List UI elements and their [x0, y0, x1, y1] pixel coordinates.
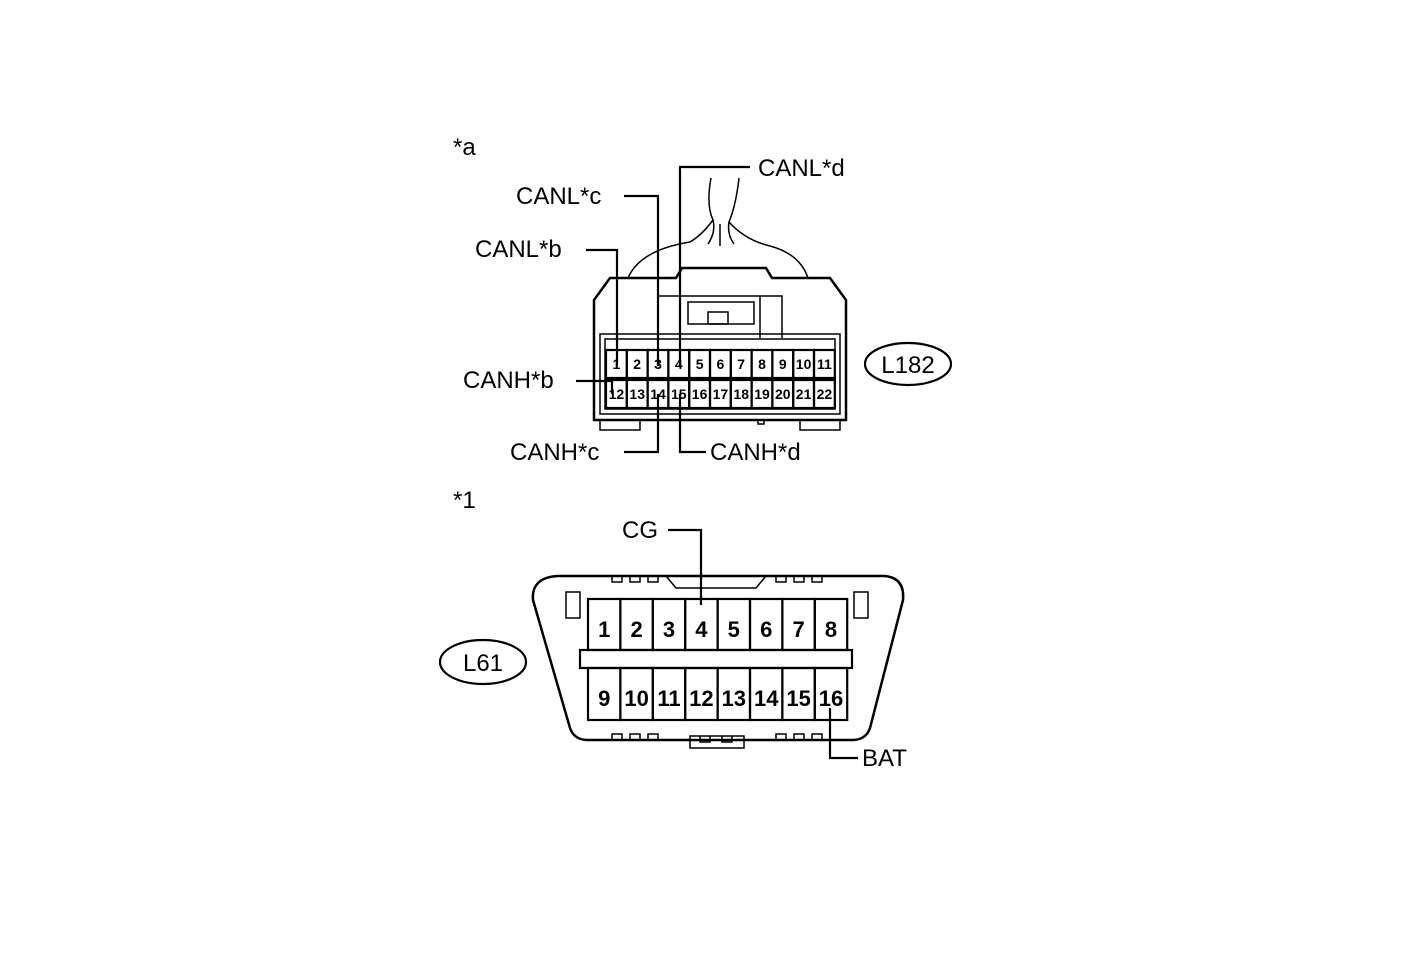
connector-1-pin-label: 13 — [722, 686, 746, 711]
connector-a-pin-cell — [812, 348, 836, 380]
connector-a-pin-label: 10 — [796, 356, 812, 372]
connector-a-pin-cell — [812, 378, 836, 410]
connector-a-marker: *a — [453, 134, 476, 161]
connector-a-pin-label: 17 — [713, 386, 729, 402]
connector-1-callouts: CG BAT — [622, 517, 907, 772]
connector-a-pin-label: 13 — [629, 386, 645, 402]
connector-1-code-badge: L61 — [438, 638, 528, 686]
callout-canl-c: CANL*c — [516, 183, 601, 210]
connector-1-pin-label: 1 — [598, 617, 610, 642]
connector-a-pin-label: 5 — [696, 356, 704, 372]
callout-canh-d: CANH*d — [710, 439, 801, 466]
callout-canh-c: CANH*c — [510, 439, 599, 466]
connector-a-pin-label: 2 — [633, 356, 641, 372]
connector-1-pin-label: 3 — [663, 617, 675, 642]
connector-a-harness — [627, 177, 809, 279]
callout-bat: BAT — [862, 745, 907, 772]
connector-a-pin-label: 18 — [733, 386, 749, 402]
connector-1-pin-label: 7 — [792, 617, 804, 642]
callout-canh-b: CANH*b — [463, 367, 554, 394]
connector-1-pin-label: 12 — [689, 686, 713, 711]
connector-a-pin-label: 19 — [754, 386, 770, 402]
connector-a-code: L182 — [881, 352, 934, 379]
connector-1-pin-label: 14 — [754, 686, 779, 711]
connector-a-pin-label: 20 — [775, 386, 791, 402]
connector-a-pin-label: 9 — [779, 356, 787, 372]
callout-cg: CG — [622, 517, 658, 544]
connector-1-pin-label: 15 — [786, 686, 810, 711]
connector-1-pin-label: 11 — [657, 686, 680, 711]
connector-a-pin-label: 7 — [737, 356, 745, 372]
callout-canl-d: CANL*d — [758, 155, 845, 182]
connector-1-pin-label: 6 — [760, 617, 772, 642]
connector-1-code: L61 — [463, 650, 503, 677]
connector-a-pin-label: 21 — [796, 386, 812, 402]
connector-1-pin-label: 10 — [624, 686, 648, 711]
connector-a-pin-label: 11 — [817, 356, 832, 372]
connector-1-pin-label: 5 — [728, 617, 740, 642]
connector-1-pin-label: 8 — [825, 617, 837, 642]
connector-a-pin-label: 8 — [758, 356, 766, 372]
connector-1-pin-label: 4 — [695, 617, 708, 642]
connector-a-pin-label: 6 — [717, 356, 725, 372]
connector-1-pin-label: 9 — [598, 686, 610, 711]
connector-1-marker: *1 — [453, 487, 476, 514]
connector-a-code-badge: L182 — [863, 341, 953, 387]
callout-canl-b: CANL*b — [475, 236, 562, 263]
connector-1-pin-label: 2 — [630, 617, 642, 642]
connector-a-callouts: CANL*d CANL*c CANL*b CANH*b CANH*c CANH*… — [463, 155, 845, 466]
connector-1-pin-label: 16 — [819, 686, 843, 711]
connector-1-pin-cell — [813, 597, 849, 652]
connector-a-pin-label: 16 — [692, 386, 708, 402]
connector-a-pin-label: 22 — [817, 386, 833, 402]
